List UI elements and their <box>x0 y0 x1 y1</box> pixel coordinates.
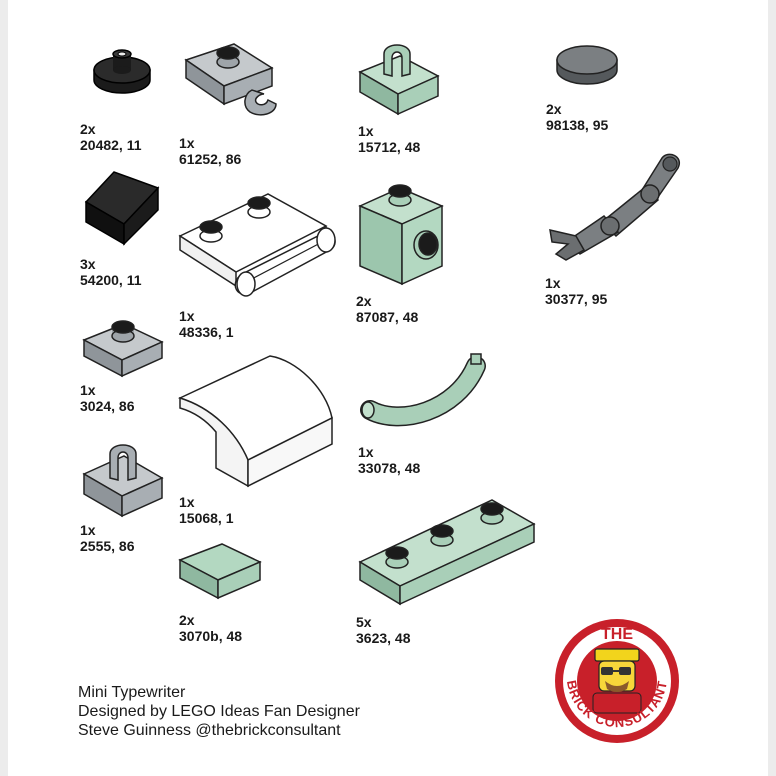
part-quantity: 1x <box>80 522 96 538</box>
part-code: 15068, 1 <box>179 510 234 526</box>
part-98138-image <box>555 40 619 90</box>
part-quantity: 1x <box>80 382 96 398</box>
part-3070b-image <box>176 540 264 602</box>
part-code: 3070b, 48 <box>179 628 243 644</box>
part-15068-image <box>176 352 340 492</box>
part-code: 3623, 48 <box>356 630 411 646</box>
part-code: 20482, 11 <box>80 137 142 153</box>
part-code: 2555, 86 <box>80 538 135 554</box>
part-quantity: 2x <box>356 293 372 309</box>
part-87087-image <box>356 180 446 286</box>
part-48336-image <box>176 190 340 300</box>
part-3623-image <box>356 496 540 608</box>
part-2555-image <box>80 436 166 518</box>
logo-top-text: THE <box>601 626 633 643</box>
part-3024-image <box>80 310 166 380</box>
part-code: 98138, 95 <box>546 117 609 133</box>
part-20482-image <box>92 40 152 100</box>
part-quantity: 3x <box>80 256 96 272</box>
set-title: Mini Typewriter <box>78 684 186 701</box>
part-code: 3024, 86 <box>80 398 135 414</box>
part-code: 15712, 48 <box>358 139 421 155</box>
part-quantity: 1x <box>179 494 195 510</box>
part-54200-image <box>80 168 162 246</box>
part-quantity: 2x <box>179 612 195 628</box>
designer-handle: Steve Guinness @thebrickconsultant <box>78 722 341 739</box>
credits: Mini Typewriter Designed by LEGO Ideas F… <box>78 683 360 740</box>
part-61252-image <box>184 40 280 122</box>
part-code: 48336, 1 <box>179 324 234 340</box>
part-quantity: 1x <box>545 275 561 291</box>
part-quantity: 1x <box>358 444 374 460</box>
part-code: 33078, 48 <box>358 460 421 476</box>
part-code: 54200, 11 <box>80 272 142 288</box>
part-code: 30377, 95 <box>545 291 608 307</box>
part-quantity: 1x <box>179 135 195 151</box>
part-code: 61252, 86 <box>179 151 242 167</box>
left-border <box>0 0 8 776</box>
part-code: 87087, 48 <box>356 309 419 325</box>
part-33078-image <box>360 353 490 434</box>
logo-badge-icon: THE BRICK CONSULTANT <box>555 619 679 743</box>
part-15712-image <box>356 36 442 116</box>
part-quantity: 2x <box>80 121 96 137</box>
part-quantity: 1x <box>358 123 374 139</box>
part-quantity: 2x <box>546 101 562 117</box>
designer-credit: Designed by LEGO Ideas Fan Designer <box>78 703 360 720</box>
part-quantity: 5x <box>356 614 372 630</box>
brick-consultant-logo: THE BRICK CONSULTANT <box>553 617 681 745</box>
part-quantity: 1x <box>179 308 195 324</box>
right-border <box>768 0 776 776</box>
part-30377-image <box>546 150 686 266</box>
